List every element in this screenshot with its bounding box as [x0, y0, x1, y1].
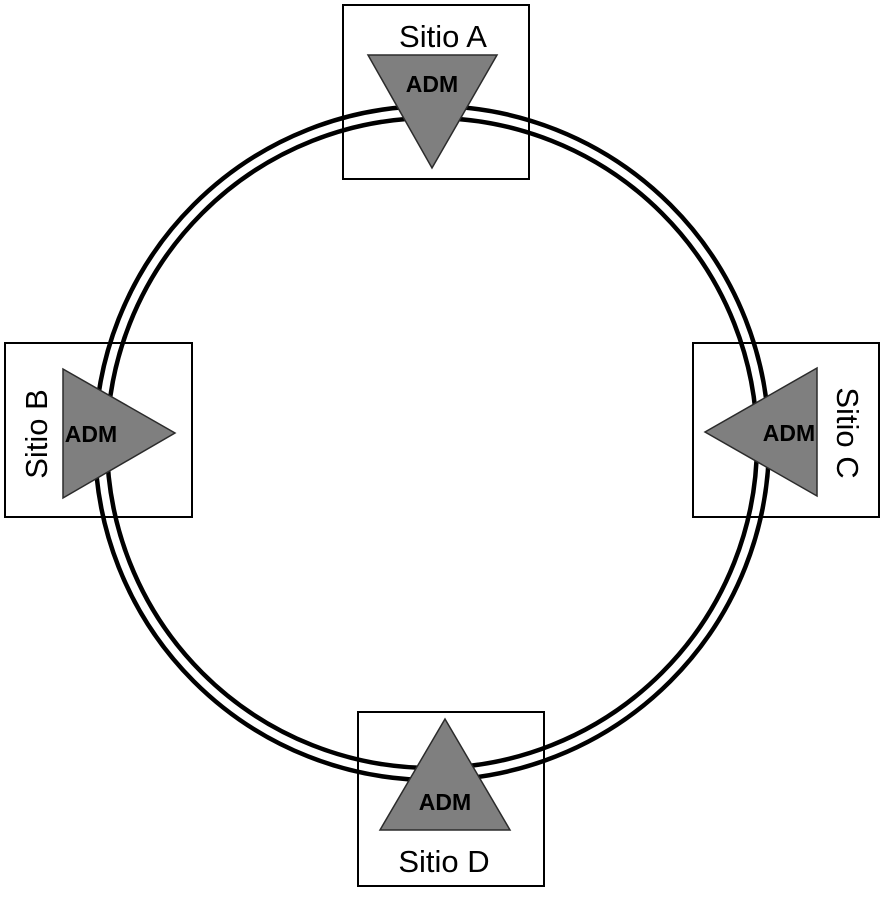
site-b-adm-label: ADM — [65, 421, 117, 447]
ring — [92, 103, 772, 783]
site-c-adm-triangle — [703, 366, 818, 498]
site-d-box — [357, 711, 545, 887]
site-c: Sitio C ADM — [692, 342, 880, 518]
site-c-label: Sitio C — [830, 387, 865, 478]
site-d: ADM Sitio D — [357, 711, 545, 887]
site-d-adm-triangle — [378, 717, 512, 831]
site-a-box — [342, 4, 530, 180]
site-b-box — [4, 342, 193, 518]
site-b-label: Sitio B — [19, 389, 54, 479]
site-c-adm-label: ADM — [763, 420, 815, 446]
site-b-adm-triangle — [62, 367, 177, 500]
site-a: Sitio A ADM — [342, 4, 530, 180]
site-a-label: Sitio A — [399, 19, 487, 54]
site-d-label: Sitio D — [398, 844, 489, 879]
site-b: Sitio B ADM — [4, 342, 193, 518]
ring-outer-line — [92, 103, 772, 783]
site-d-adm-label: ADM — [419, 789, 471, 815]
site-a-adm-triangle — [366, 54, 499, 170]
site-a-adm-label: ADM — [406, 71, 458, 97]
site-c-box — [692, 342, 880, 518]
ring-inner-line — [104, 115, 760, 771]
